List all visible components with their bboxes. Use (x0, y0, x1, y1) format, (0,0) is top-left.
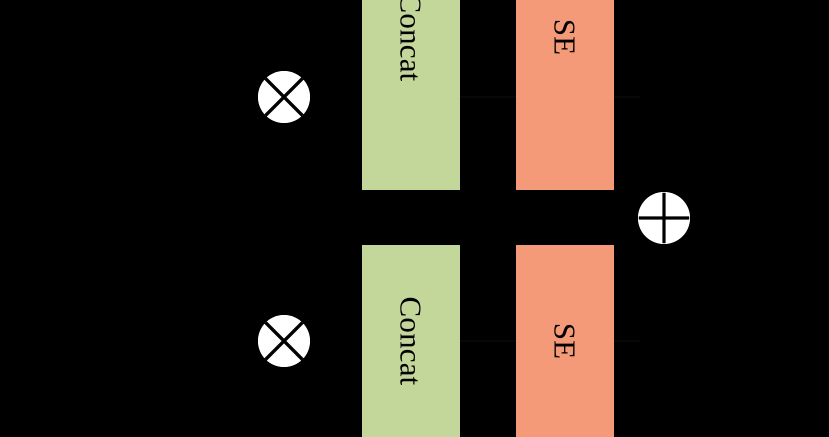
se-block-top[interactable]: SE (516, 0, 614, 190)
concat-block-top[interactable]: Concat (362, 0, 460, 190)
multiply-circle-icon (258, 315, 310, 367)
edge-concat-top-to-se-top (460, 96, 516, 98)
concat-block-bottom[interactable]: Concat (362, 245, 460, 437)
edge-concat-bottom-to-se-bottom (460, 340, 516, 342)
edge-se-top-to-add (614, 96, 640, 98)
concat-block-bottom-label: Concat (393, 296, 429, 386)
add-operator-node[interactable] (638, 192, 690, 244)
se-block-top-label: SE (547, 18, 583, 56)
multiply-operator-node-top[interactable] (258, 71, 310, 123)
concat-block-top-label: Concat (393, 0, 429, 82)
plus-circle-icon (638, 192, 690, 244)
multiply-operator-node-bottom[interactable] (258, 315, 310, 367)
se-block-bottom-label: SE (547, 322, 583, 360)
edge-se-bottom-to-add (614, 340, 640, 342)
se-block-bottom[interactable]: SE (516, 245, 614, 437)
multiply-circle-icon (258, 71, 310, 123)
